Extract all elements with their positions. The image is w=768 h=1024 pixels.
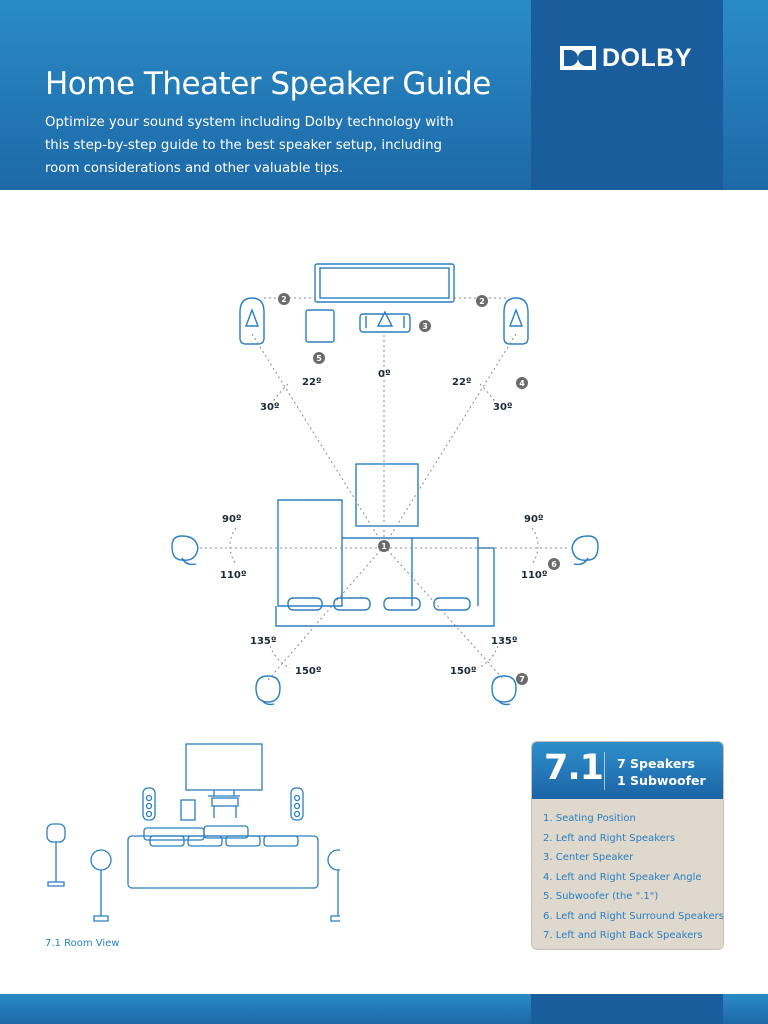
room-front-right-speaker [290,787,304,821]
legend-item: 4. Left and Right Speaker Angle [543,871,702,883]
angle-label-center: 0º [378,369,391,380]
footer-brand-panel [531,994,723,1024]
room-subwoofer [180,799,196,821]
marker-center: 3 [422,322,428,331]
subwoofer-label: 1 Subwoofer [617,773,706,788]
angle-label-back-left-135: 135º [250,636,277,647]
angle-label-side-right-90: 90º [524,514,544,525]
room-sofa [127,825,319,889]
dolby-logo: DOLBY [560,44,692,72]
angle-label-side-right-110: 110º [521,570,548,581]
legend-divider [604,752,605,790]
marker-front-right: 2 [479,297,485,306]
legend-item: 6. Left and Right Surround Speakers [543,910,724,922]
config-number: 7.1 [544,748,604,788]
room-front-left-speaker [142,787,156,821]
angle-label-back-left-150: 150º [295,666,322,677]
angle-label-front-right-inner: 22º [452,377,472,388]
marker-subwoofer: 5 [316,354,322,363]
room-left-back-speaker [90,849,112,922]
angle-label-side-left-90: 90º [222,514,242,525]
sofa [277,499,343,607]
page-title: Home Theater Speaker Guide [45,66,491,102]
marker-angle: 4 [519,379,525,388]
brand-wordmark: DOLBY [602,43,692,72]
legend-item: 1. Seating Position [543,813,636,824]
speaker-layout-diagram: 0º 22º 22º 30º 30º 90º 90º 110º 110º 135… [171,263,599,706]
room-view-illustration [46,743,340,922]
left-back-speaker [255,675,281,706]
legend-item: 7. Left and Right Back Speakers [543,930,703,941]
marker-front-left: 2 [281,295,287,304]
center-speaker [359,313,411,333]
marker-back: 7 [519,675,525,684]
subwoofer-box [305,309,335,343]
room-tv [185,743,263,791]
left-surround-speaker [171,535,199,566]
speaker-count: 7 Speakers 1 Subwoofer [617,755,706,789]
legend-list: 1. Seating Position 2. Left and Right Sp… [543,809,724,946]
legend-item: 5. Subwoofer (the ".1") [543,891,659,902]
marker-surround: 6 [551,560,557,569]
dolby-double-d-icon [560,46,596,70]
ottoman [355,463,419,527]
right-surround-speaker [571,535,599,566]
room-right-back-speaker [327,849,340,922]
angle-label-side-left-110: 110º [220,570,247,581]
angle-label-back-right-135: 135º [491,636,518,647]
page-subtitle: Optimize your sound system including Dol… [45,115,454,176]
right-back-speaker [491,675,517,706]
front-right-speaker [503,297,529,345]
marker-seating: 1 [381,542,387,551]
front-left-speaker [239,297,265,345]
legend-header: 7.1 7 Speakers 1 Subwoofer [532,742,723,799]
tv-screen [314,263,455,303]
angle-label-front-left-inner: 22º [302,377,322,388]
room-left-surround-speaker [46,823,66,887]
legend-card: 7.1 7 Speakers 1 Subwoofer 1. Seating Po… [531,741,724,950]
legend-item: 3. Center Speaker [543,852,634,863]
room-view-caption: 7.1 Room View [45,938,120,949]
angle-label-front-right-outer: 30º [493,402,513,413]
angle-label-back-right-150: 150º [450,666,477,677]
brand-panel [531,0,723,190]
legend-item: 2. Left and Right Speakers [543,832,676,844]
speakers-label: 7 Speakers [617,756,695,771]
angle-label-front-left-outer: 30º [260,402,280,413]
